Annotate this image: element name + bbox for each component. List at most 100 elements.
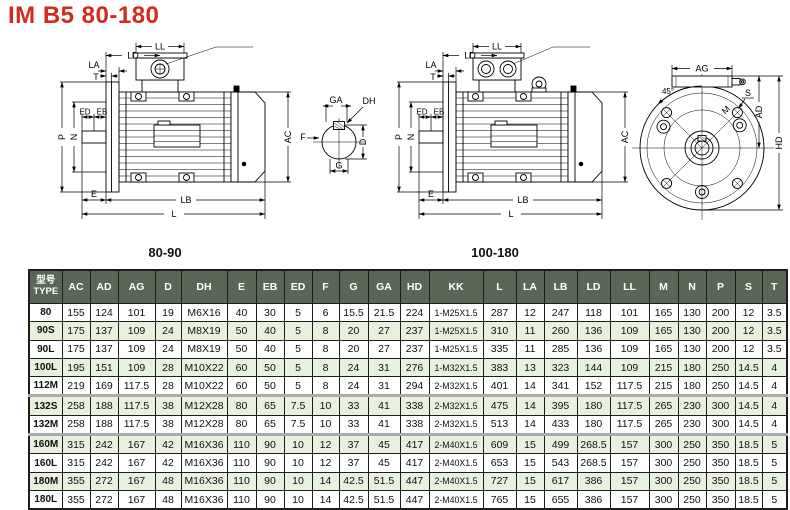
- cell-132S-G: 33: [338, 394, 369, 416]
- cell-90L-EB: 40: [255, 339, 285, 359]
- cell-80-AC: 155: [61, 302, 91, 323]
- cell-100L-F: 8: [311, 357, 340, 378]
- cell-80-T: 3.5: [761, 302, 788, 323]
- cell-112M-AD: 169: [89, 376, 119, 397]
- cell-132S-AG: 117.5: [117, 394, 156, 416]
- cell-112M-LD: 152: [576, 376, 611, 397]
- cell-180M-HD: 447: [399, 471, 430, 491]
- cell-160L-LA: 15: [515, 453, 545, 473]
- cell-80-D: 19: [154, 302, 182, 323]
- cell-160L-G: 37: [338, 453, 369, 473]
- cell-180M-E: 110: [226, 471, 257, 491]
- cell-132S-LA: 14: [515, 394, 545, 416]
- cell-160L-LB: 543: [543, 453, 578, 473]
- dim-label-e: E: [428, 189, 434, 199]
- cell-180M-N: 250: [677, 471, 707, 491]
- cell-90L-DH: M8X19: [180, 339, 228, 359]
- col-header-DH: DH: [180, 269, 228, 304]
- cell-132M-LA: 14: [515, 414, 545, 436]
- cell-180M-LB: 617: [543, 471, 578, 491]
- cell-132M-ED: 7.5: [283, 414, 313, 436]
- cell-160L-AD: 242: [89, 453, 119, 473]
- cell-112M-LL: 117.5: [609, 376, 650, 397]
- cell-112M-ED: 5: [283, 376, 313, 397]
- cell-90L-T: 3.5: [761, 339, 788, 359]
- cell-90S-LL: 109: [609, 321, 650, 341]
- cell-160L-E: 110: [226, 453, 257, 473]
- cell-132M-D: 38: [154, 414, 182, 436]
- cell-160L-KK: 2-M40X1.5: [428, 453, 484, 473]
- cell-180M-F: 14: [311, 471, 340, 491]
- cell-132S-KK: 2-M32X1.5: [428, 394, 484, 416]
- cell-90S-AD: 137: [89, 321, 119, 341]
- cell-180M-EB: 90: [255, 471, 285, 491]
- cell-180M-GA: 51.5: [367, 471, 401, 491]
- cell-90L-LD: 136: [576, 339, 611, 359]
- cell-132M-N: 230: [677, 414, 707, 436]
- cell-112M-F: 8: [311, 376, 340, 397]
- cell-132S-GA: 41: [367, 394, 401, 416]
- row-type-132M: 132M: [28, 414, 63, 436]
- cell-132M-HD: 338: [399, 414, 430, 436]
- col-header-P: P: [705, 269, 736, 304]
- cell-132M-AC: 258: [61, 414, 91, 436]
- dim-label-t: T: [430, 72, 436, 82]
- cell-90L-E: 50: [226, 339, 257, 359]
- cell-80-LA: 12: [515, 302, 545, 323]
- col-header-G: G: [338, 269, 369, 304]
- dim-label-ld: LD: [464, 51, 476, 61]
- dim-label-e: E: [91, 189, 97, 199]
- cell-160M-DH: M16X36: [180, 433, 228, 455]
- dim-label-s: S: [745, 88, 751, 98]
- cell-132S-LB: 395: [543, 394, 578, 416]
- cell-112M-E: 60: [226, 376, 257, 397]
- cell-100L-G: 24: [338, 357, 369, 378]
- dim-label-f: F: [300, 132, 306, 142]
- dim-label-m: M: [720, 104, 732, 116]
- side-view-100-180: LL LD LA T ED EB P N AC E LB: [394, 42, 630, 219]
- cell-160M-G: 37: [338, 433, 369, 455]
- cell-132M-EB: 65: [255, 414, 285, 436]
- dim-label-la: LA: [88, 60, 99, 70]
- cell-112M-EB: 50: [255, 376, 285, 397]
- cell-90L-M: 165: [648, 339, 679, 359]
- cell-132M-LL: 117.5: [609, 414, 650, 436]
- cell-180M-LL: 157: [609, 471, 650, 491]
- cell-90L-F: 8: [311, 339, 340, 359]
- cell-80-M: 165: [648, 302, 679, 323]
- cell-180M-AG: 167: [117, 471, 156, 491]
- dim-label-ll: LL: [492, 42, 502, 52]
- cell-160L-LD: 268.5: [576, 453, 611, 473]
- cell-112M-N: 180: [677, 376, 707, 397]
- cell-90S-F: 8: [311, 321, 340, 341]
- cell-132M-LB: 433: [543, 414, 578, 436]
- cell-132M-AD: 188: [89, 414, 119, 436]
- col-header-L: L: [482, 269, 517, 304]
- cell-90S-S: 12: [734, 321, 763, 341]
- cell-180M-LA: 15: [515, 471, 545, 491]
- cell-132S-N: 230: [677, 394, 707, 416]
- cell-132S-AD: 188: [89, 394, 119, 416]
- cell-160L-DH: M16X36: [180, 453, 228, 473]
- dim-label-t: T: [93, 72, 99, 82]
- cell-90L-AG: 109: [117, 339, 156, 359]
- cell-132S-DH: M12X28: [180, 394, 228, 416]
- cell-132S-P: 300: [705, 394, 736, 416]
- cell-80-HD: 224: [399, 302, 430, 323]
- col-header-F: F: [311, 269, 340, 304]
- cell-100L-AG: 109: [117, 357, 156, 378]
- cell-132M-GA: 41: [367, 414, 401, 436]
- col-header-ED: ED: [283, 269, 313, 304]
- cell-160L-F: 12: [311, 453, 340, 473]
- cell-180M-LD: 386: [576, 471, 611, 491]
- col-header-D: D: [154, 269, 182, 304]
- cell-180M-M: 300: [648, 471, 679, 491]
- cell-160M-LL: 157: [609, 433, 650, 455]
- cell-160L-L: 653: [482, 453, 517, 473]
- cell-100L-L: 383: [482, 357, 517, 378]
- cell-160L-M: 300: [648, 453, 679, 473]
- dim-label-l: L: [508, 209, 513, 219]
- row-type-160L: 160L: [28, 453, 63, 473]
- col-header-GA: GA: [367, 269, 401, 304]
